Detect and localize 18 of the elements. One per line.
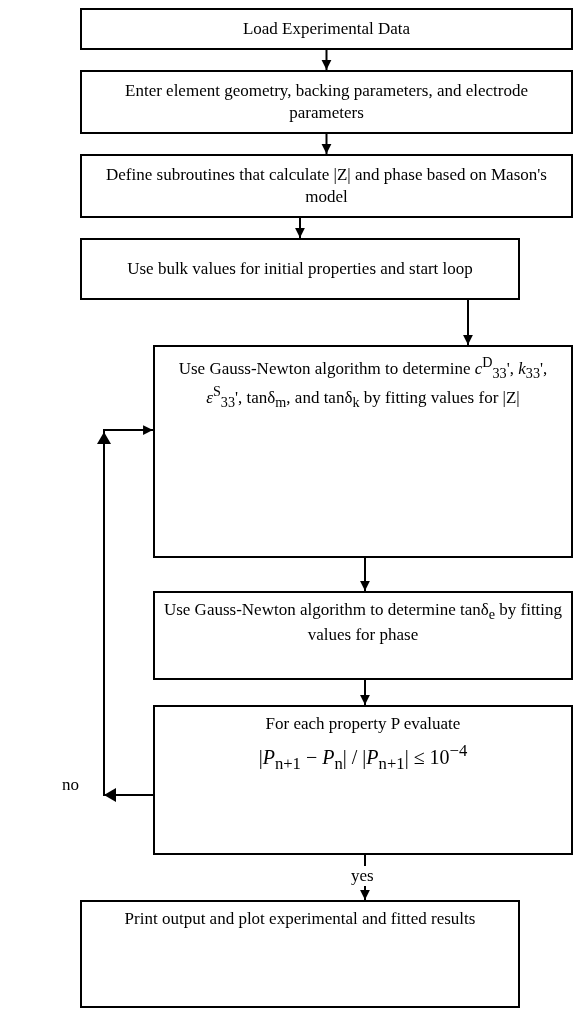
step-text: Enter element geometry, backing parameters, and electrode parameters — [124, 79, 529, 124]
step-text: Use Gauss-Newton algorithm to determine c$^{D}$$_{33}$', k$_{33}$', ε$^{S}$$_{33}$', tanδ$_{m}$, and tanδ$_{k}$ by fitting values for |Z| — [177, 353, 549, 412]
process-box — [80, 8, 573, 50]
step-text: Define subroutines that calculate |Z| and phase based on Mason's model — [105, 163, 548, 208]
step-text: For each property P evaluate — [265, 713, 461, 735]
process-box — [153, 591, 573, 680]
edge-label: yes — [349, 865, 376, 886]
formula: |P$_{n+1}$ − P$_{n}$| / |P$_{n+1}$| ≤ 10$^{−4}$ — [258, 741, 468, 774]
process-box — [153, 345, 573, 558]
step-text: Print output and plot experimental and fitted results — [124, 908, 476, 930]
step-text: Use Gauss-Newton algorithm to determine tanδ$_{e}$ by fitting values for phase — [163, 599, 563, 646]
process-box — [153, 705, 573, 855]
process-box — [80, 154, 573, 218]
process-box — [80, 70, 573, 134]
process-box — [80, 238, 520, 300]
step-text: Use bulk values for initial properties and start loop — [127, 257, 473, 280]
step-text: Load Experimental Data — [242, 17, 411, 40]
process-box — [80, 900, 520, 1008]
